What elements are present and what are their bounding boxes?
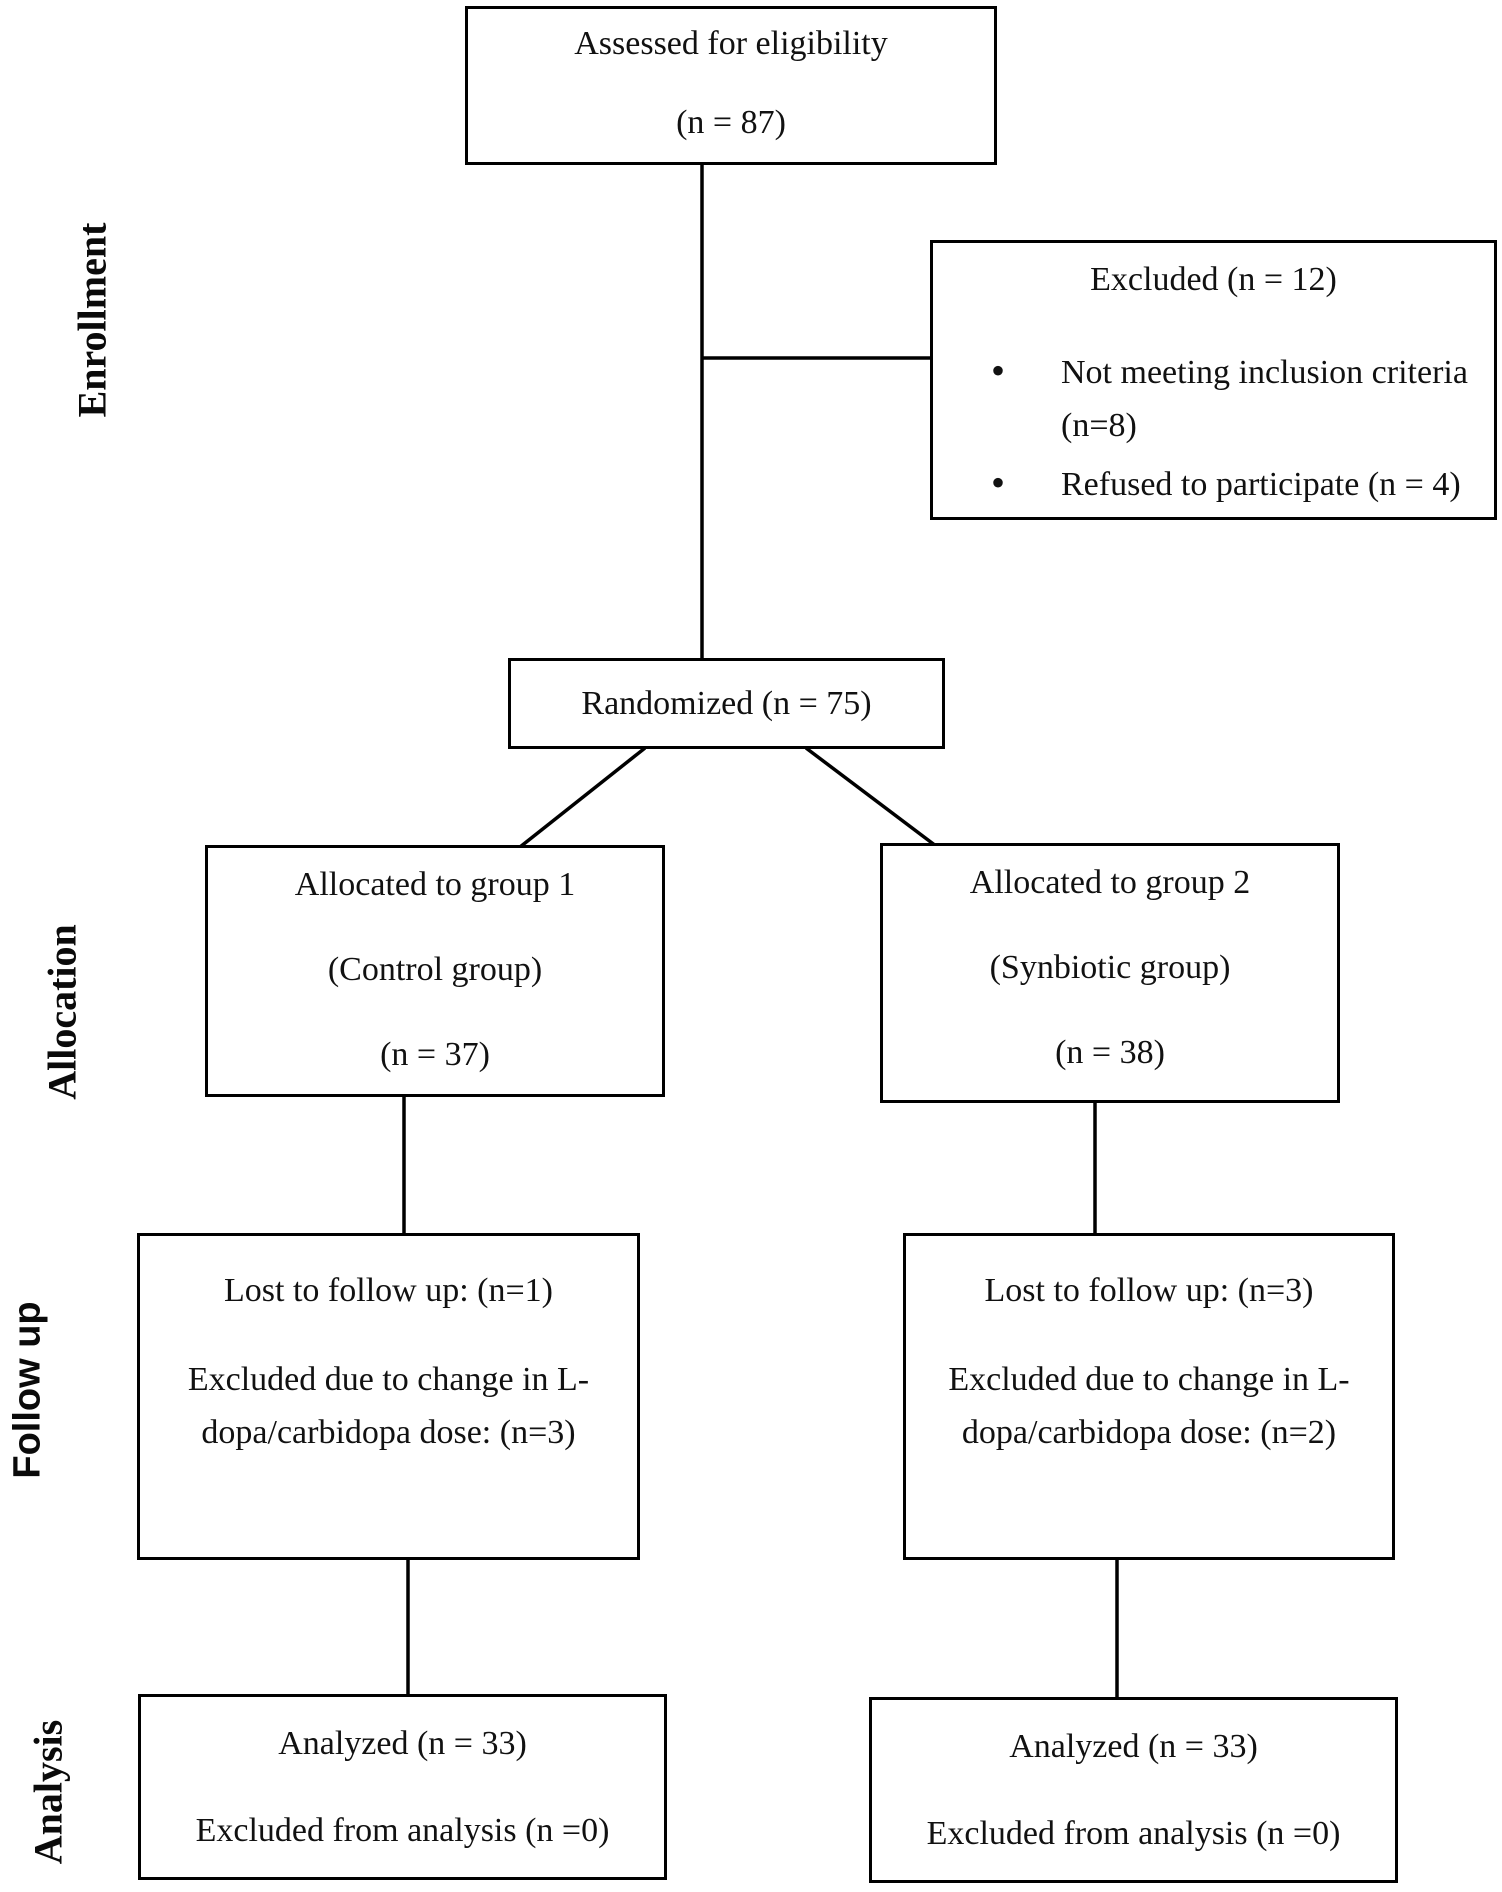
- randomized-text: Randomized (n = 75): [581, 685, 872, 722]
- box-analysis-group2: Analyzed (n = 33) Excluded from analysis…: [869, 1697, 1398, 1883]
- group2-line2: (Synbiotic group): [989, 949, 1231, 986]
- stage-label-enrollment: Enrollment: [69, 222, 115, 418]
- connector-randomized-to-group1: [518, 746, 647, 849]
- box-randomized: Randomized (n = 75): [508, 658, 945, 749]
- box-followup-group1: Lost to follow up: (n=1) Excluded due to…: [137, 1233, 640, 1560]
- group2-line1: Allocated to group 2: [969, 864, 1251, 901]
- box-analysis-group1: Analyzed (n = 33) Excluded from analysis…: [138, 1694, 667, 1880]
- assessed-text: Assessed for eligibility: [574, 25, 888, 62]
- stage-label-allocation: Allocation: [39, 924, 85, 1100]
- group1-line1: Allocated to group 1: [294, 866, 576, 903]
- connector-randomized-to-group2: [804, 746, 938, 848]
- assessed-count: (n = 87): [676, 104, 786, 141]
- followup2-lost: Lost to follow up: (n=3): [984, 1272, 1314, 1309]
- group2-count: (n = 38): [1055, 1034, 1165, 1071]
- followup2-excluded: Excluded due to change in L-dopa/carbido…: [948, 1361, 1350, 1451]
- box-allocated-group2: Allocated to group 2 (Synbiotic group) (…: [880, 843, 1340, 1103]
- box-excluded: Excluded (n = 12) Not meeting inclusion …: [930, 240, 1497, 520]
- analysis1-excluded: Excluded from analysis (n =0): [195, 1812, 610, 1849]
- group1-line2: (Control group): [327, 951, 543, 988]
- excluded-reason-list: Not meeting inclusion criteria (n=8) Ref…: [933, 344, 1494, 511]
- group1-count: (n = 37): [380, 1036, 490, 1073]
- followup1-lost: Lost to follow up: (n=1): [224, 1272, 553, 1309]
- analysis2-excluded: Excluded from analysis (n =0): [926, 1815, 1341, 1852]
- box-followup-group2: Lost to follow up: (n=3) Excluded due to…: [903, 1233, 1395, 1560]
- excluded-title: Excluded (n = 12): [1090, 261, 1337, 298]
- box-allocated-group1: Allocated to group 1 (Control group) (n …: [205, 845, 665, 1097]
- excluded-bullet-not-meeting-criteria: Not meeting inclusion criteria (n=8): [991, 344, 1484, 452]
- stage-label-followup: Follow up: [6, 1301, 49, 1479]
- excluded-bullet-refused: Refused to participate (n = 4): [991, 456, 1484, 511]
- analysis1-analyzed: Analyzed (n = 33): [278, 1725, 527, 1762]
- box-assessed-for-eligibility: Assessed for eligibility (n = 87): [465, 6, 997, 165]
- followup1-excluded: Excluded due to change in L-dopa/carbido…: [187, 1361, 590, 1451]
- stage-label-analysis: Analysis: [25, 1719, 71, 1865]
- analysis2-analyzed: Analyzed (n = 33): [1009, 1728, 1258, 1765]
